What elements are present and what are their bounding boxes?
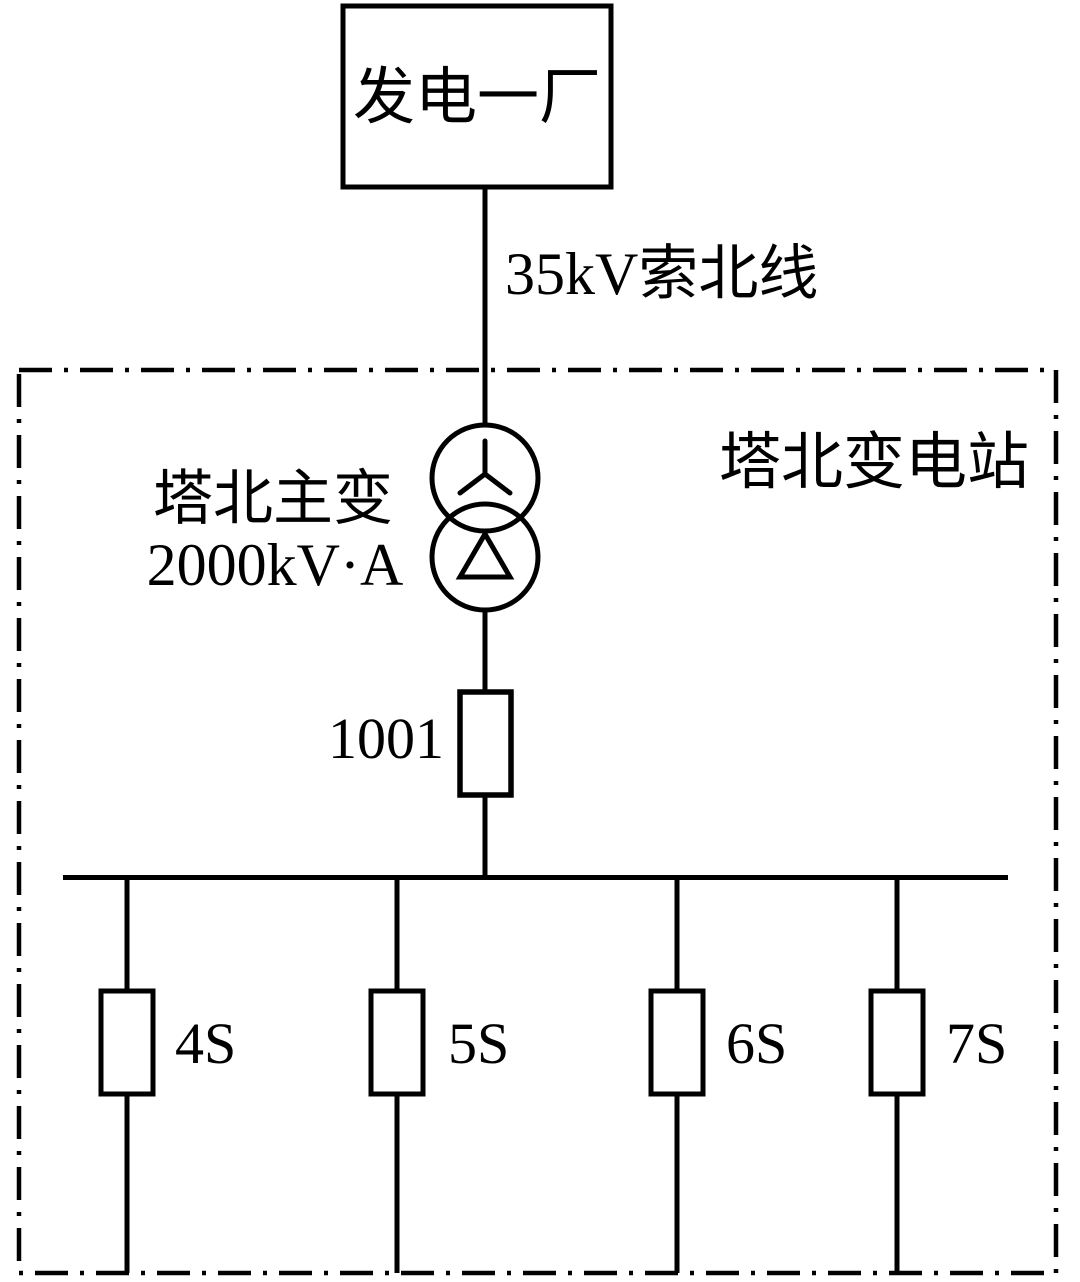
- feeder-label: 5S: [448, 1011, 509, 1076]
- feeder-5s: 5S: [368, 877, 509, 1273]
- substation-label: 塔北变电站: [719, 429, 1029, 497]
- wye-icon: [457, 438, 513, 496]
- main-breaker-label: 1001: [328, 706, 444, 771]
- feeder-label: 6S: [726, 1011, 787, 1076]
- feeder-breaker-symbol: [368, 988, 426, 1097]
- feeder-6s: 6S: [648, 877, 787, 1273]
- feeder-label: 4S: [175, 1011, 236, 1076]
- transformer-name-label: 塔北主变: [153, 466, 393, 532]
- transformer-rating-label: 2000kV·A: [147, 532, 404, 598]
- feeder-breaker-symbol: [648, 988, 706, 1097]
- transformer-symbol: [429, 422, 541, 613]
- feeder-7s: 7S: [868, 877, 1007, 1273]
- transformer-lv-circle: [429, 501, 541, 613]
- power-plant-label: 发电一厂: [353, 64, 601, 132]
- power-plant-box: [340, 3, 614, 190]
- feeder-breaker-symbol: [98, 988, 156, 1097]
- incoming-line-label: 35kV索北线: [505, 241, 818, 307]
- delta-icon: [455, 529, 515, 580]
- feeder-label: 7S: [946, 1011, 1007, 1076]
- feeder-breaker-symbol: [868, 988, 926, 1097]
- main-breaker-symbol: [457, 689, 514, 798]
- feeder-4s: 4S: [98, 877, 236, 1273]
- substation-boundary: [16, 367, 1059, 1276]
